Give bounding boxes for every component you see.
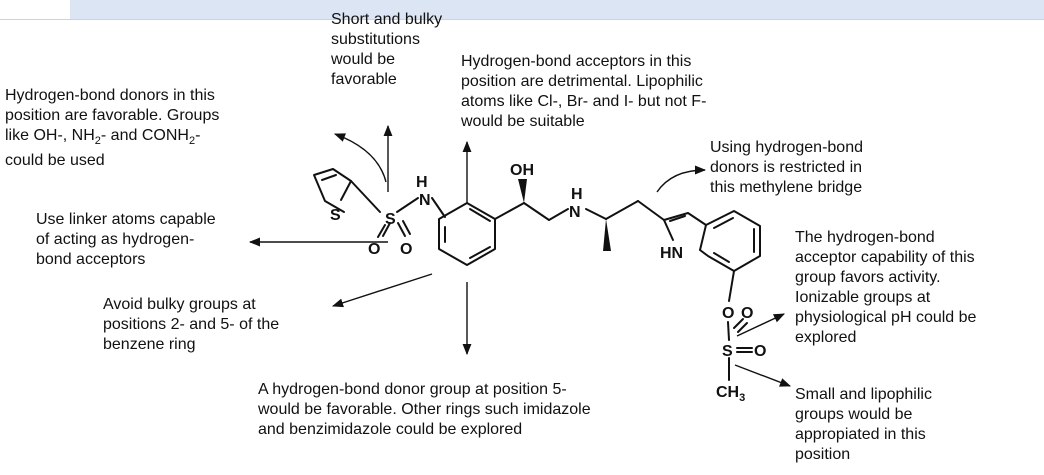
atom-o-left: O — [368, 241, 380, 258]
wedge-bond-methyl — [603, 219, 611, 251]
note-hb-donors-line3b: - and CONH — [100, 127, 189, 144]
note-hb-donors-line4: could be used — [5, 152, 105, 170]
atom-o-mesyl-right: O — [754, 343, 766, 360]
arrow-curved-thiophene — [333, 133, 387, 183]
atom-h-sulfonamide: H — [416, 174, 428, 191]
header-bar — [0, 0, 1044, 20]
arrow-to-small-lipophilic — [734, 364, 792, 387]
note-methylene-bridge: Using hydrogen-bond donors is restricted… — [710, 139, 863, 196]
note-short-bulky-substitutions: Short and bulky substitutions would be f… — [331, 11, 443, 88]
atom-ch3-c: CH — [716, 384, 739, 401]
atom-s-mesyl: S — [722, 343, 733, 360]
atom-oh: OH — [510, 162, 534, 179]
atom-s-thiophene: S — [330, 207, 341, 224]
note-hb-donors-favorable: Hydrogen-bond donors in this position ar… — [5, 86, 219, 171]
note-hb-donors-line1: Hydrogen-bond donors in this — [5, 87, 215, 104]
atom-s-sulfonyl: S — [385, 211, 396, 228]
note-avoid-bulky-groups: Avoid bulky groups at positions 2- and 5… — [103, 296, 280, 353]
atom-hn-indole: HN — [660, 245, 683, 262]
note-hb-donors-line3c: - — [195, 127, 201, 144]
atom-ch3: CH3 — [716, 384, 745, 404]
note-position-5: A hydrogen-bond donor group at position … — [258, 381, 591, 438]
atom-h-amine: H — [571, 186, 583, 203]
atom-n-sulfonamide: N — [419, 192, 431, 209]
subscript-conh2: 2 — [188, 135, 196, 148]
atom-o-top: O — [741, 305, 753, 322]
arrow-benzene-bulky — [331, 273, 433, 308]
atom-o-ester: O — [722, 305, 734, 322]
subscript-nh2: 2 — [94, 135, 101, 148]
molecule-bonds — [313, 168, 761, 381]
note-hb-acceptors-detrimental: Hydrogen-bond acceptors in this position… — [461, 53, 707, 130]
arrow-curved-methylene — [656, 165, 707, 193]
note-hb-donors-line2: position are favorable. Groups — [5, 107, 220, 124]
arrow-to-acceptor-note — [736, 313, 786, 337]
atom-ch3-subscript: 3 — [739, 392, 745, 404]
note-small-lipophilic: Small and lipophilic groups would be app… — [795, 386, 932, 463]
note-acceptor-capability: The hydrogen-bond acceptor capability of… — [795, 229, 977, 346]
atom-o-right: O — [400, 241, 412, 258]
atom-n-amine: N — [569, 204, 581, 221]
note-linker-atoms: Use linker atoms capable of acting as hy… — [36, 211, 216, 268]
wedge-bond-oh — [518, 179, 527, 203]
note-hb-donors-line3a: like OH-, NH — [5, 127, 95, 144]
